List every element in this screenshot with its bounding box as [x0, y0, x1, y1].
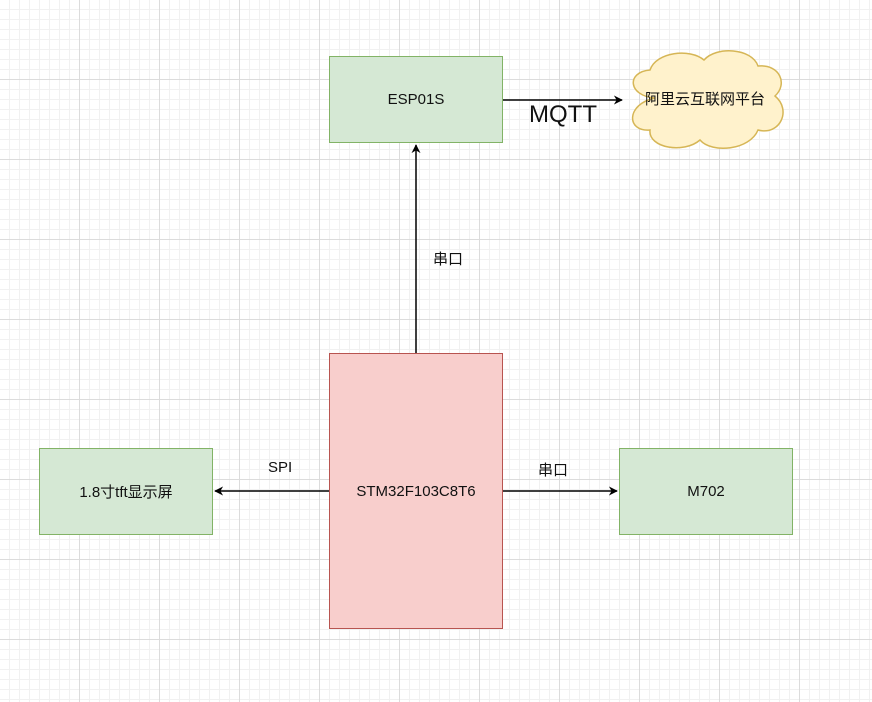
- cloud-label: 阿里云互联网平台: [644, 91, 765, 108]
- edge-label-mqtt: MQTT: [529, 101, 597, 128]
- node-stm32[interactable]: STM32F103C8T6: [329, 353, 503, 629]
- node-m702[interactable]: M702: [619, 448, 793, 535]
- edge-label-uart-m702: 串口: [538, 462, 569, 479]
- node-tft-display[interactable]: 1.8寸tft显示屏: [39, 448, 213, 535]
- node-tft-display-label: 1.8寸tft显示屏: [79, 484, 173, 501]
- node-esp01s[interactable]: ESP01S: [329, 56, 503, 143]
- cloud-shape[interactable]: [631, 50, 784, 149]
- node-esp01s-label: ESP01S: [387, 91, 445, 108]
- edge-label-spi: SPI: [268, 459, 293, 476]
- node-m702-label: M702: [687, 483, 725, 500]
- node-stm32-label: STM32F103C8T6: [356, 482, 476, 500]
- edge-label-uart-esp01s: 串口: [433, 251, 464, 268]
